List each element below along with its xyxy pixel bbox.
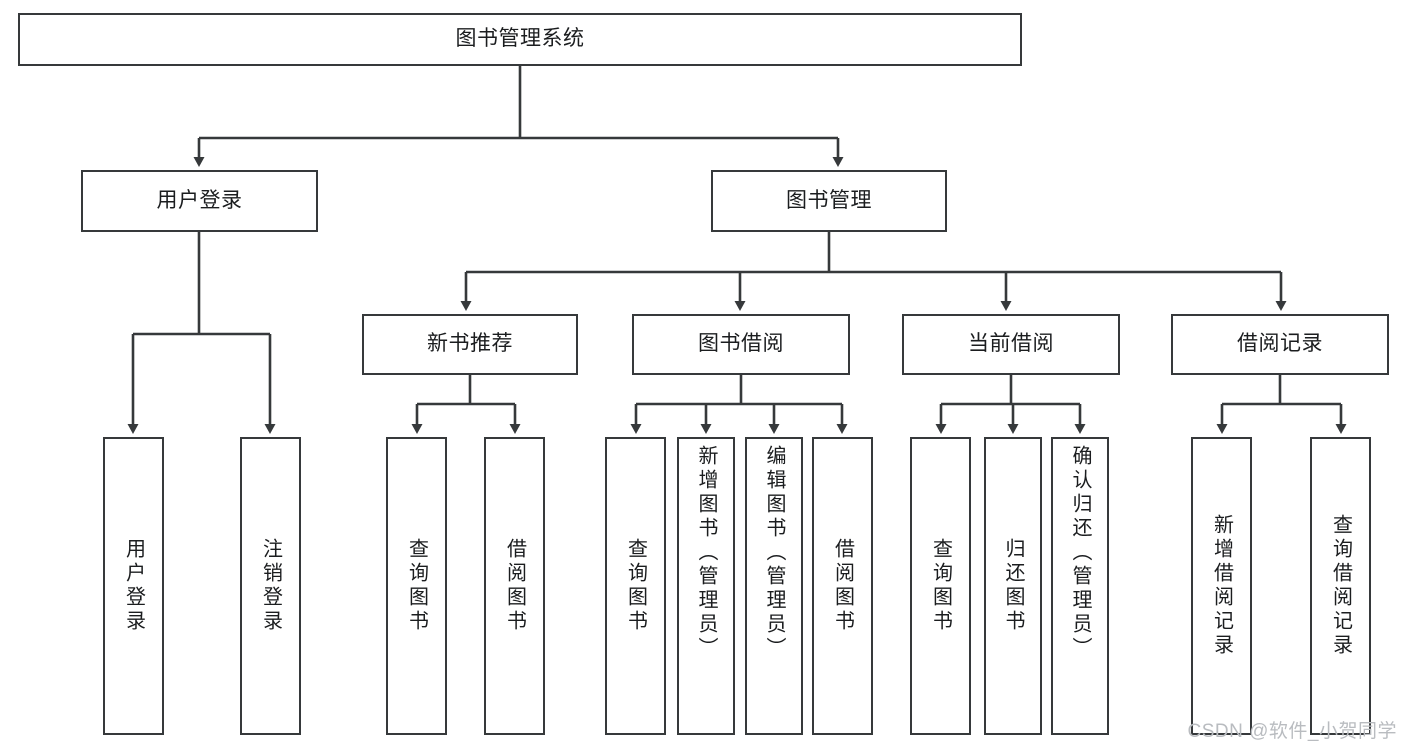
leaf-confirm-return-admin[interactable]: 确认归还（管理员） <box>1051 437 1109 735</box>
node-borrow-record[interactable]: 借阅记录 <box>1171 314 1389 375</box>
leaf-user-login-label: 用户登录 <box>122 538 145 634</box>
leaf-borrow-book[interactable]: 借阅图书 <box>812 437 873 735</box>
leaf-borrow-book-newbook-label: 借阅图书 <box>503 538 526 634</box>
leaf-borrow-book-newbook[interactable]: 借阅图书 <box>484 437 545 735</box>
node-current-borrow[interactable]: 当前借阅 <box>902 314 1120 375</box>
leaf-query-book-borrow-label: 查询图书 <box>624 538 647 634</box>
leaf-edit-book-admin-label: 编辑图书（管理员） <box>763 445 785 661</box>
leaf-add-borrow-record[interactable]: 新增借阅记录 <box>1191 437 1252 735</box>
leaf-add-book-admin[interactable]: 新增图书（管理员） <box>677 437 735 735</box>
node-user-login[interactable]: 用户登录 <box>81 170 318 232</box>
leaf-query-borrow-record-label: 查询借阅记录 <box>1329 514 1352 658</box>
leaf-borrow-book-label: 借阅图书 <box>831 538 854 634</box>
node-root[interactable]: 图书管理系统 <box>18 13 1022 66</box>
leaf-return-book-label: 归还图书 <box>1002 538 1024 634</box>
node-borrow-record-label: 借阅记录 <box>1237 332 1323 356</box>
node-book-management-label: 图书管理 <box>786 188 872 212</box>
leaf-edit-book-admin[interactable]: 编辑图书（管理员） <box>745 437 803 735</box>
node-book-management[interactable]: 图书管理 <box>711 170 947 232</box>
node-root-label: 图书管理系统 <box>455 27 585 51</box>
leaf-confirm-return-admin-label: 确认归还（管理员） <box>1069 445 1091 661</box>
leaf-add-book-admin-label: 新增图书（管理员） <box>695 445 717 661</box>
leaf-logout[interactable]: 注销登录 <box>240 437 301 735</box>
leaf-query-book-current[interactable]: 查询图书 <box>910 437 971 735</box>
leaf-query-book-newbook[interactable]: 查询图书 <box>386 437 447 735</box>
leaf-query-book-current-label: 查询图书 <box>929 538 952 634</box>
leaf-logout-label: 注销登录 <box>259 538 282 634</box>
node-new-book-recommend-label: 新书推荐 <box>427 332 513 356</box>
leaf-query-book-borrow[interactable]: 查询图书 <box>605 437 666 735</box>
node-new-book-recommend[interactable]: 新书推荐 <box>362 314 578 375</box>
node-current-borrow-label: 当前借阅 <box>968 332 1054 356</box>
node-book-borrow-label: 图书借阅 <box>698 332 784 356</box>
leaf-query-borrow-record[interactable]: 查询借阅记录 <box>1310 437 1371 735</box>
node-user-login-label: 用户登录 <box>156 188 243 212</box>
node-book-borrow[interactable]: 图书借阅 <box>632 314 850 375</box>
leaf-add-borrow-record-label: 新增借阅记录 <box>1210 514 1233 658</box>
leaf-return-book[interactable]: 归还图书 <box>984 437 1042 735</box>
leaf-user-login[interactable]: 用户登录 <box>103 437 164 735</box>
leaf-query-book-newbook-label: 查询图书 <box>405 538 428 634</box>
